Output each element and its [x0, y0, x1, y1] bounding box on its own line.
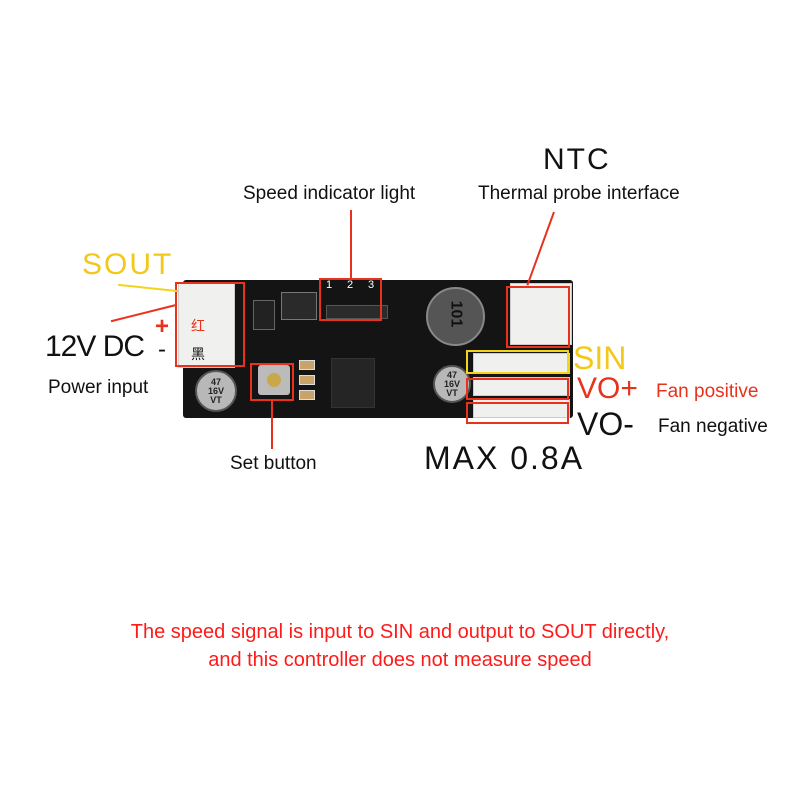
pcb-board: 红 黑 47 16V VT 101 47 16V VT — [178, 280, 573, 418]
ntc-title: NTC — [543, 143, 611, 176]
capacitor: 47 16V VT — [195, 370, 237, 412]
ntc-box — [506, 286, 570, 348]
resistor-pad — [299, 390, 315, 400]
max-current-label: MAX 0.8A — [424, 440, 585, 476]
set-button-pointer — [271, 401, 273, 449]
led-3-label: 3 — [368, 279, 375, 291]
set-button-box — [250, 363, 294, 401]
vo-plus-pin — [473, 377, 570, 396]
inductor-marking: 101 — [447, 300, 465, 328]
button-cap — [267, 373, 281, 387]
power-box — [175, 282, 245, 367]
sout-pointer — [118, 283, 178, 293]
chip — [331, 358, 375, 408]
regulator — [281, 292, 317, 320]
ntc-connector — [510, 283, 572, 345]
diode — [253, 300, 275, 330]
vo-minus-box — [466, 402, 569, 424]
resistor-pad — [299, 360, 315, 370]
black-wire-mark: 黑 — [191, 346, 205, 362]
red-wire-mark: 红 — [191, 318, 205, 334]
speed-light-label: Speed indicator light — [243, 183, 416, 204]
note-line-1: The speed signal is input to SIN and out… — [130, 621, 670, 643]
led-1-label: 1 — [326, 279, 333, 291]
speed-led-box — [319, 278, 382, 321]
voltage-label: 12V DC — [45, 330, 145, 363]
sin-label: SIN — [573, 340, 627, 376]
resistor-pad — [299, 375, 315, 385]
plus-sign: + — [155, 313, 170, 340]
fan-positive-label: Fan positive — [656, 381, 759, 402]
capacitor-marking: 47 16V VT — [443, 369, 460, 398]
vo-minus-label: VO- — [577, 406, 634, 442]
set-button-label: Set button — [230, 453, 317, 474]
sout-label: SOUT — [82, 248, 174, 281]
resistor-array — [326, 305, 388, 319]
power-input-label: Power input — [48, 377, 149, 398]
ntc-pointer — [526, 211, 555, 286]
vo-plus-label: VO+ — [577, 372, 638, 405]
capacitor: 47 16V VT — [433, 365, 471, 403]
ntc-desc: Thermal probe interface — [478, 183, 680, 204]
capacitor-marking: 47 16V VT — [207, 376, 224, 405]
vo-plus-box — [466, 378, 569, 400]
fan-negative-label: Fan negative — [658, 416, 768, 437]
minus-sign: - — [158, 336, 166, 363]
note-line-2: and this controller does not measure spe… — [208, 649, 592, 671]
inductor: 101 — [426, 287, 485, 346]
sin-box — [466, 350, 569, 374]
set-button[interactable] — [258, 365, 290, 395]
speed-led-pointer — [350, 210, 352, 278]
note: The speed signal is input to SIN and out… — [0, 618, 800, 674]
power-connector — [178, 282, 235, 368]
led-2-label: 2 — [347, 279, 354, 291]
